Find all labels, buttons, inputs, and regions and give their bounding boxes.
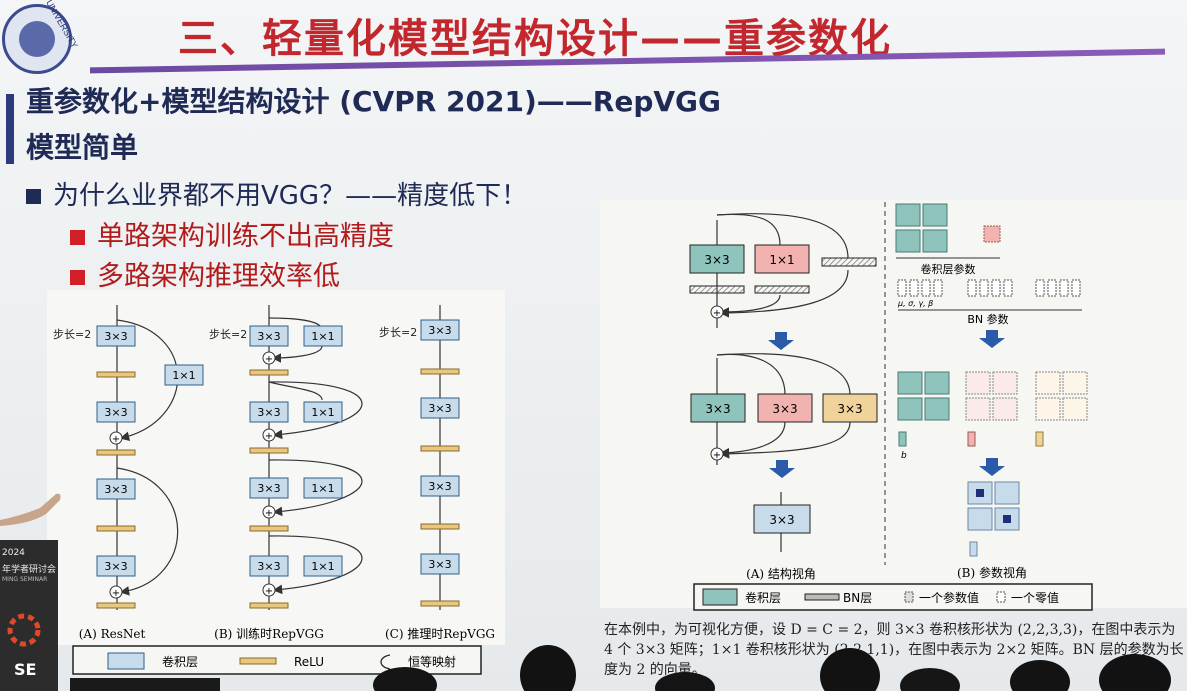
legend-bn-label: BN层 [843, 591, 872, 605]
down-arrow-icon [979, 330, 1005, 348]
relu-bar [250, 603, 288, 608]
bullet-text: 单路架构训练不出高精度 [97, 221, 394, 252]
conv3x3-label: 3×3 [772, 402, 797, 416]
right-legend: 卷积层 BN层 一个参数值 一个零值 [693, 583, 1095, 613]
conv3x3-label: 3×3 [257, 482, 280, 495]
bullet-multi-path: 多路架构推理效率低 [70, 254, 340, 293]
conv3x3-label: 3×3 [428, 480, 451, 493]
relu-bar [250, 370, 288, 375]
plus-label: + [265, 508, 273, 519]
conv3x3-label: 3×3 [104, 406, 127, 419]
bullet-square-icon [70, 230, 85, 245]
caption-resnet: (A) ResNet [79, 627, 146, 641]
legend-zero-label: 一个零值 [1011, 590, 1059, 605]
param-view: 卷积层参数 μ, σ, γ, β BN 参数 [896, 204, 1087, 580]
legend-param-label: 一个参数值 [919, 590, 979, 605]
stride-label: 步长=2 [209, 328, 247, 341]
bn-bar [822, 258, 876, 266]
relu-bar [421, 524, 459, 529]
architecture-comparison-figure: 步长=2 3×3 1×1 3×3 + 3×3 3×3 + (A) ResNet [47, 290, 505, 645]
conv3x3-label: 3×3 [705, 402, 730, 416]
bias-label: b [901, 451, 907, 461]
relu-bar [421, 601, 459, 606]
section-marker [6, 94, 14, 164]
conv1x1-label: 1×1 [311, 330, 334, 343]
down-arrow-icon [979, 458, 1005, 476]
relu-bar [421, 446, 459, 451]
podium-line1: 年学者研讨会 [2, 562, 56, 575]
bullet-square-icon [26, 189, 41, 204]
stride-label: 步长=2 [379, 326, 417, 339]
legend-conv-label: 卷积层 [745, 590, 781, 605]
caption-repvgg-infer: (C) 推理时RepVGG [385, 627, 495, 641]
conv3x3-label: 3×3 [428, 558, 451, 571]
conv3x3-label: 3×3 [104, 330, 127, 343]
bn-bar [755, 286, 809, 293]
conv3x3-label: 3×3 [257, 560, 280, 573]
bullet-single-path: 单路架构训练不出高精度 [70, 214, 394, 253]
relu-bar [250, 526, 288, 531]
bn-symbols: μ, σ, γ, β [897, 299, 933, 308]
stride-label: 步长=2 [53, 328, 91, 341]
caption-param-view: (B) 参数视角 [957, 565, 1027, 580]
subtitle-repvgg: 重参数化+模型结构设计 (CVPR 2021)——RepVGG [26, 80, 721, 120]
podium-line2: MING SEMINAR [2, 576, 47, 583]
down-arrow-icon [769, 460, 795, 478]
conv3x3-label: 3×3 [428, 402, 451, 415]
legend-param-swatch [905, 592, 913, 602]
conv1x1-label: 1×1 [311, 560, 334, 573]
bullet-text: 为什么业界都不用VGG？——精度低下！ [53, 181, 527, 211]
plus-label: + [265, 354, 273, 365]
conv3x3-label: 3×3 [257, 406, 280, 419]
relu-bar [97, 603, 135, 608]
conv1x1-label: 1×1 [172, 369, 195, 382]
bullet-text: 多路架构推理效率低 [97, 261, 340, 292]
caption-structure-view: (A) 结构视角 [746, 566, 816, 581]
conv-params-label: 卷积层参数 [921, 262, 976, 276]
relu-bar [97, 450, 135, 455]
conv1x1-label: 1×1 [311, 482, 334, 495]
conv3x3-label: 3×3 [428, 324, 451, 337]
conv3x3-label: 3×3 [837, 402, 862, 416]
plus-label: + [713, 450, 721, 461]
legend-bn-swatch [805, 594, 839, 600]
plus-label: + [713, 308, 721, 319]
conv3x3-label: 3×3 [704, 253, 729, 267]
plus-label: + [112, 434, 120, 445]
bullet-square-icon [70, 270, 85, 285]
relu-bar [97, 526, 135, 531]
bullet-why-not-vgg: 为什么业界都不用VGG？——精度低下！ [26, 175, 527, 212]
down-arrow-icon [768, 332, 794, 350]
presenter-hand [0, 490, 62, 526]
reparameterization-figure: 3×3 1×1 + 3×3 3×3 3×3 + 3×3 (A) 结构视角 [600, 200, 1187, 608]
audience-heads [0, 640, 1187, 691]
bn-params-label: BN 参数 [967, 312, 1008, 326]
legend-zero-swatch [997, 592, 1005, 602]
relu-bar [250, 448, 288, 453]
conv1x1-label: 1×1 [311, 406, 334, 419]
legend-conv-swatch [703, 589, 737, 605]
university-logo: UNIVERSITY [2, 4, 72, 74]
conv1x1-label: 1×1 [769, 253, 794, 267]
relu-bar [421, 369, 459, 374]
plus-label: + [265, 431, 273, 442]
conv3x3-label: 3×3 [769, 513, 794, 527]
bn-bar [690, 286, 744, 293]
conv3x3-label: 3×3 [257, 330, 280, 343]
logo-emblem-icon [19, 21, 55, 57]
conv3x3-label: 3×3 [104, 560, 127, 573]
conv3x3-label: 3×3 [104, 483, 127, 496]
plus-label: + [265, 586, 273, 597]
caption-repvgg-train: (B) 训练时RepVGG [214, 626, 324, 641]
subtitle-simple-model: 模型简单 [26, 126, 138, 166]
podium-year: 2024 [2, 548, 25, 558]
relu-bar [97, 372, 135, 377]
plus-label: + [112, 588, 120, 599]
